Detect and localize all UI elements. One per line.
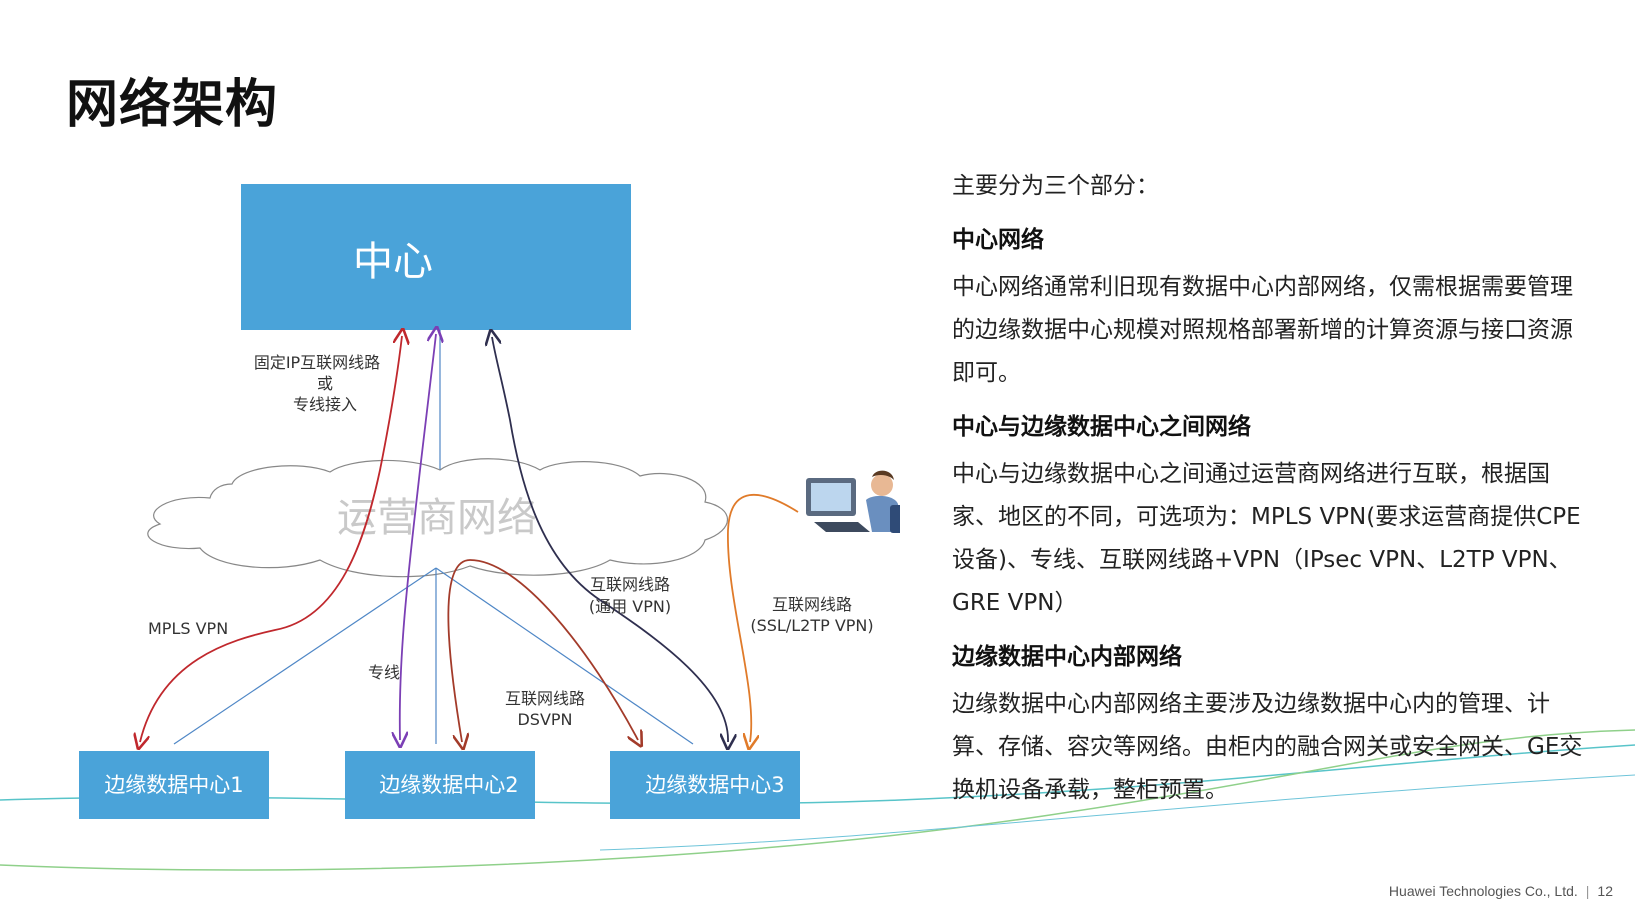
label-ssl-vpn-line2: (SSL/L2TP VPN) bbox=[750, 616, 873, 635]
description-panel: 主要分为三个部分： 中心网络 中心网络通常利旧现有数据中心内部网络，仅需根据需要… bbox=[952, 168, 1592, 826]
center-box-label: 中心 bbox=[353, 239, 433, 285]
label-generic-vpn-line2: (通用 VPN) bbox=[589, 597, 671, 616]
network-diagram: 中心 运营商网络 边缘数据中心1 边缘数据中心2 边缘数据中心3 固定IP互联网… bbox=[79, 184, 900, 819]
description-intro: 主要分为三个部分： bbox=[952, 173, 1159, 199]
link-edge1 bbox=[173, 567, 437, 745]
edge-dc-3-box bbox=[610, 751, 800, 819]
dedicated-line-path bbox=[400, 334, 436, 740]
footer-company: Huawei Technologies Co., Ltd. bbox=[1388, 883, 1578, 899]
label-dsvpn-line1: 互联网线路 bbox=[505, 689, 585, 708]
ssl-vpn-path bbox=[727, 493, 799, 742]
label-dsvpn-line2: DSVPN bbox=[517, 710, 572, 729]
footer-separator: | bbox=[1585, 883, 1590, 899]
footer-page-number: 12 bbox=[1597, 883, 1613, 899]
label-fixed-ip-line1: 固定IP互联网线路 bbox=[254, 353, 380, 372]
section-heading-interconnect-network: 中心与边缘数据中心之间网络 bbox=[952, 414, 1251, 440]
section-body-center-network: 中心网络通常利旧现有数据中心内部网络，仅需根据需要管理的边缘数据中心规模对照规格… bbox=[952, 274, 1573, 386]
edge-dc-2-label: 边缘数据中心2 bbox=[379, 773, 518, 797]
remote-user-icon bbox=[806, 470, 900, 533]
page-title: 网络架构 bbox=[66, 75, 279, 135]
section-body-edge-network: 边缘数据中心内部网络主要涉及边缘数据中心内的管理、计算、存储、容灾等网络。由柜内… bbox=[952, 691, 1583, 803]
generic-vpn-path bbox=[492, 337, 728, 742]
label-generic-vpn-line1: 互联网线路 bbox=[590, 575, 670, 594]
footer: Huawei Technologies Co., Ltd. | 12 bbox=[1389, 883, 1613, 899]
section-heading-center-network: 中心网络 bbox=[952, 227, 1044, 253]
label-fixed-ip-line3: 专线接入 bbox=[293, 395, 357, 414]
section-body-interconnect-network: 中心与边缘数据中心之间通过运营商网络进行互联，根据国家、地区的不同，可选项为：M… bbox=[952, 461, 1581, 616]
label-ssl-vpn-line1: 互联网线路 bbox=[772, 595, 852, 614]
edge-dc-2-box bbox=[345, 751, 535, 819]
edge-dc-3-label: 边缘数据中心3 bbox=[645, 773, 784, 797]
edge-dc-1-box bbox=[79, 751, 269, 819]
label-mpls-vpn: MPLS VPN bbox=[148, 619, 228, 638]
label-dedicated-line: 专线 bbox=[368, 663, 400, 682]
edge-dc-1-label: 边缘数据中心1 bbox=[104, 773, 243, 797]
center-box bbox=[241, 184, 631, 330]
label-fixed-ip-line2: 或 bbox=[317, 374, 333, 393]
section-heading-edge-network: 边缘数据中心内部网络 bbox=[952, 644, 1182, 670]
